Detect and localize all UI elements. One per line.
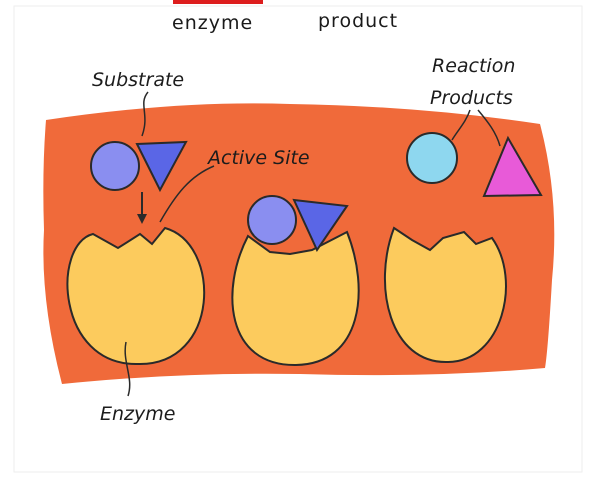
- substrate-label: Substrate: [92, 69, 184, 91]
- enzyme-label: Enzyme: [100, 403, 175, 425]
- header-enzyme-word: enzyme: [172, 12, 253, 34]
- header-accent-bar: [173, 0, 263, 4]
- reaction-products-label-line2: Products: [430, 87, 513, 109]
- enzyme-1: [68, 228, 205, 364]
- product-circle: [407, 133, 457, 183]
- header-product-word: product: [318, 10, 398, 32]
- active-site-label: Active Site: [206, 147, 310, 169]
- reaction-products-label-line1: Reaction: [432, 55, 515, 77]
- enzyme-3: [385, 228, 506, 362]
- bound-substrate-circle: [248, 196, 296, 244]
- substrate-circle-1: [91, 142, 139, 190]
